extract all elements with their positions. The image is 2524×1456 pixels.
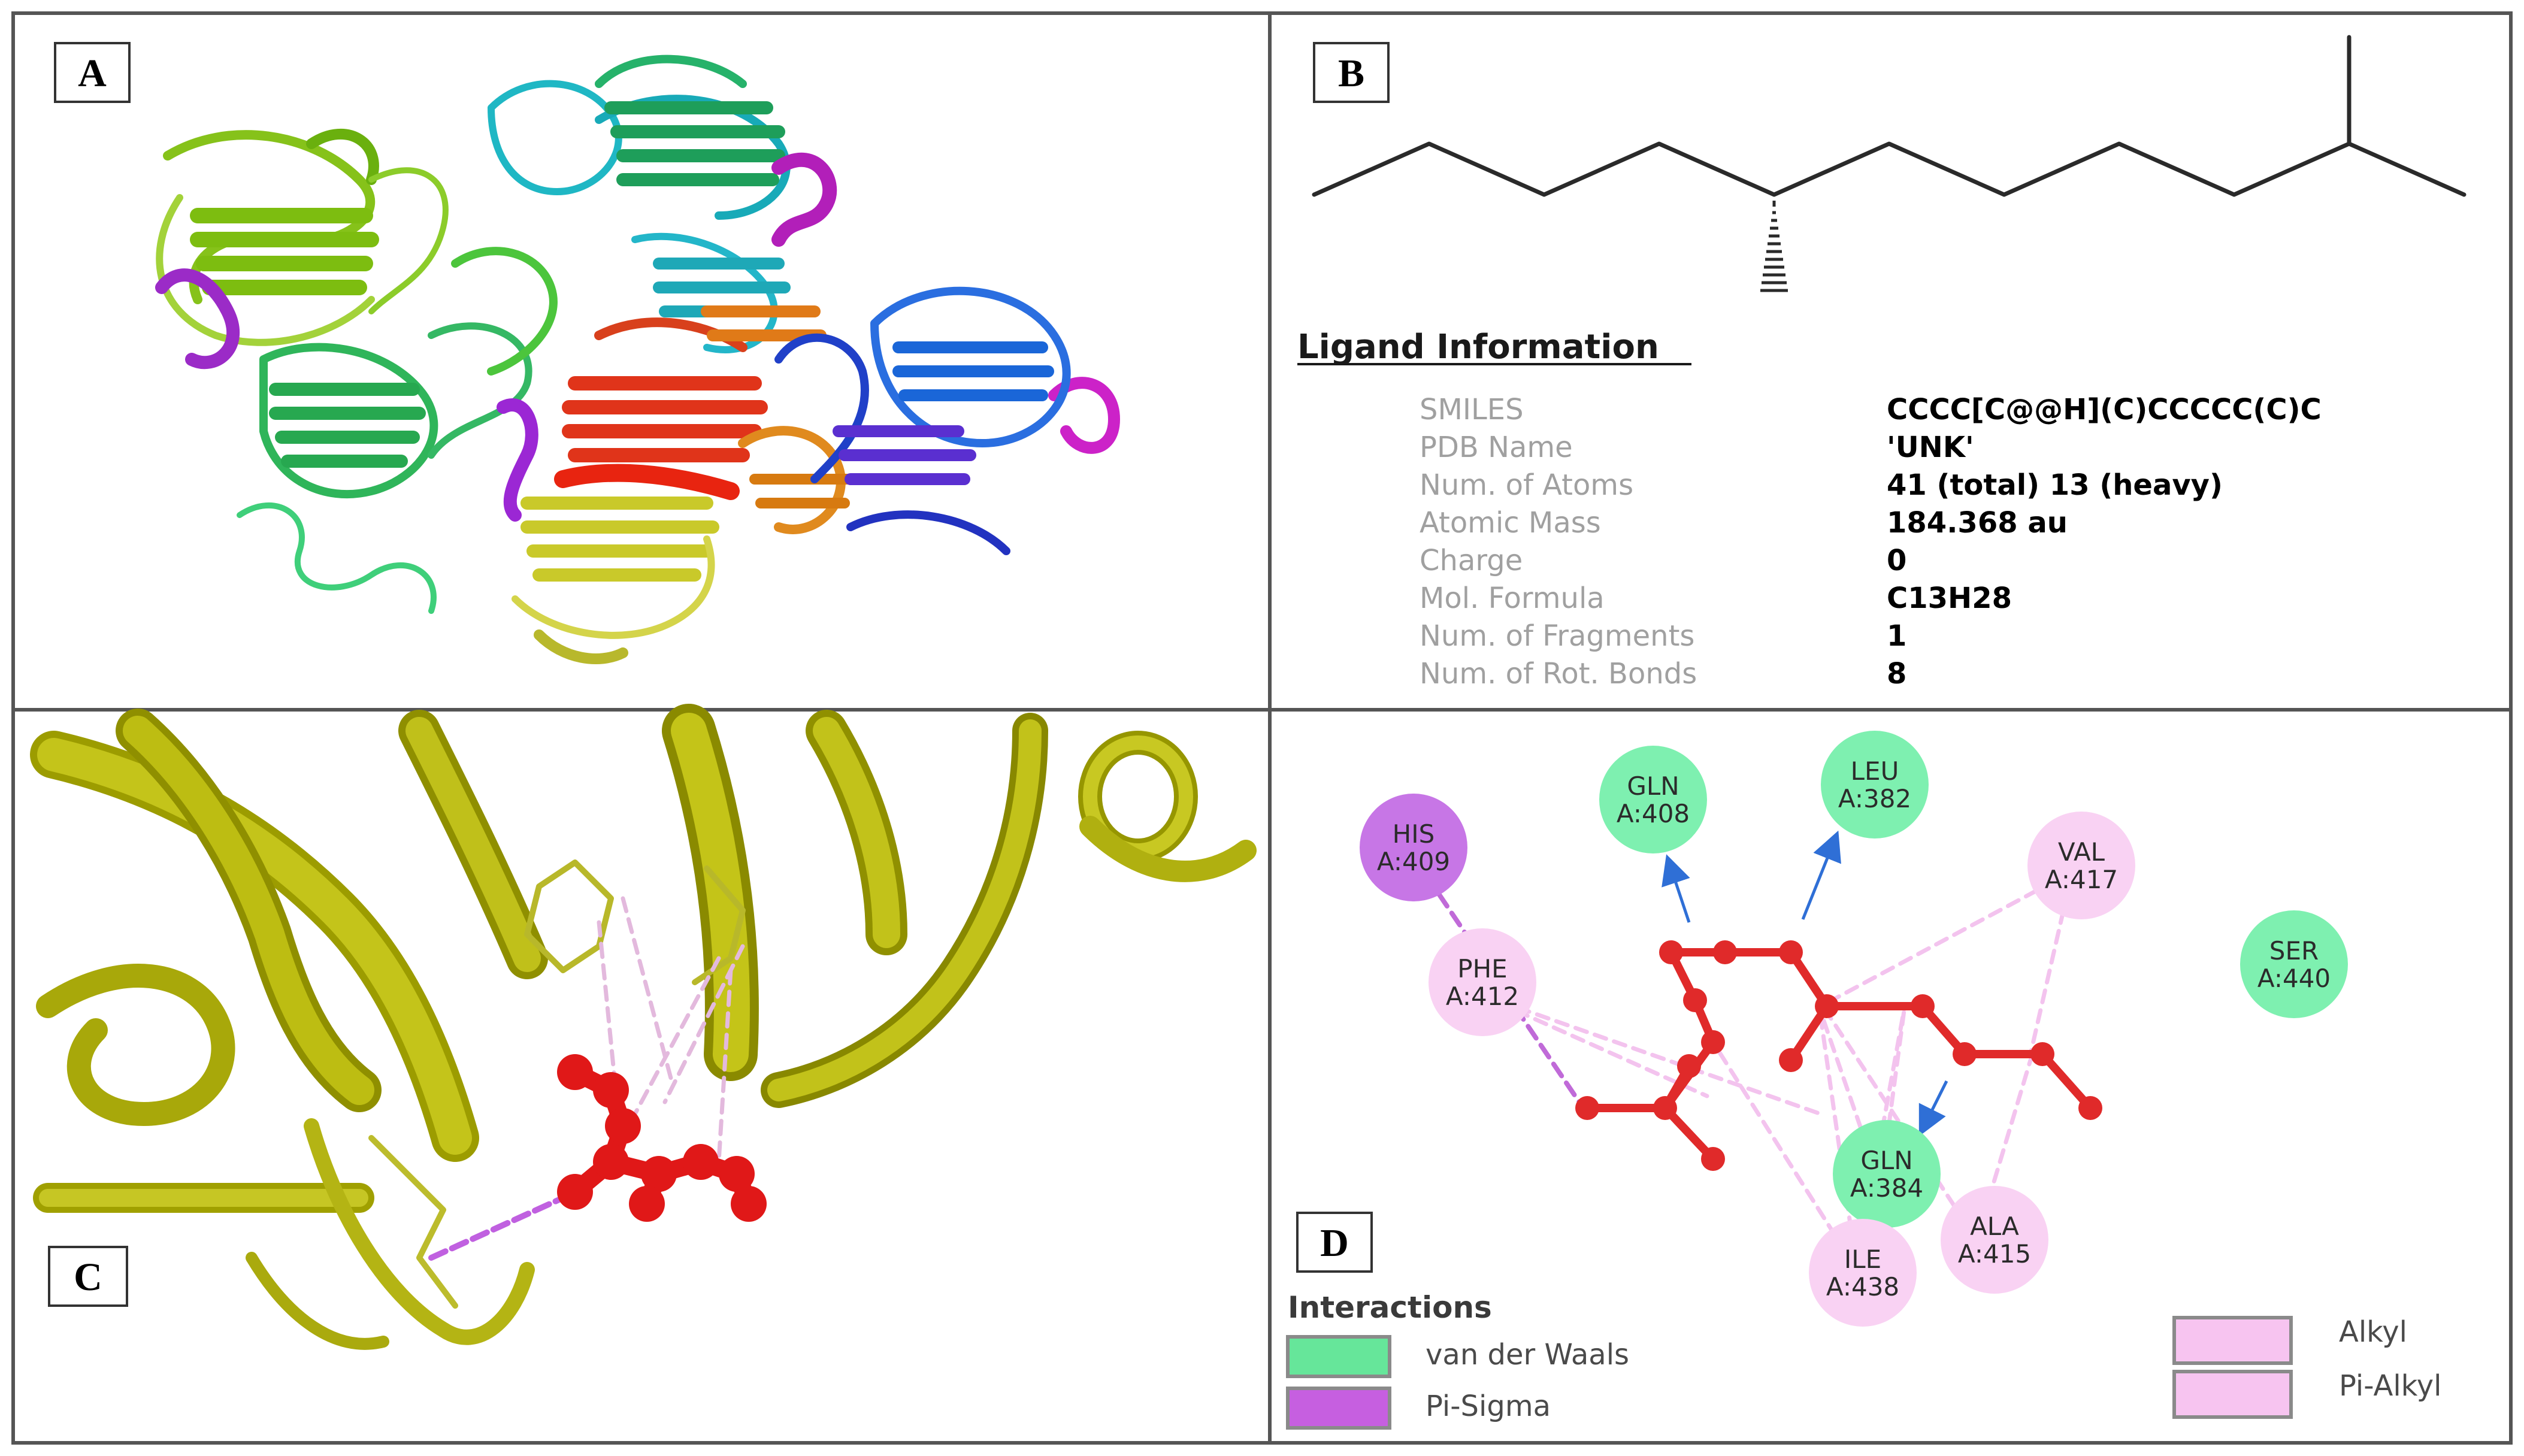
ligand-info-value: 41 (total) 13 (heavy) [1887,468,2223,502]
legend-label: Pi-Sigma [1426,1390,1551,1423]
residue-name: GLN [1627,771,1679,801]
residue-disc [1809,1219,1917,1327]
residue-disc [1429,928,1536,1036]
residue-disc [1599,746,1707,853]
residue-position: A:384 [1850,1173,1923,1203]
ligand-info-key: Charge [1420,544,1523,577]
panel-c-docking-pose [30,704,1257,1350]
ligand-info-value: 'UNK' [1887,431,1974,464]
ligand-info-value: 0 [1887,544,1906,577]
residue-name: VAL [2058,837,2105,867]
figure-frame [11,11,2513,1445]
residue-disc [2027,812,2135,919]
ligand-info-table: SMILES CCCC[C@@H](C)CCCCC(C)C PDB Name 'UNK… [1420,393,2322,691]
residue-name: PHE [1457,954,1507,983]
panel-b-label-box: B [1313,42,1390,103]
residue-discs: HISA:409GLNA:408LEUA:382VALA:417SERA:440… [1360,731,2348,1327]
residue-position: A:409 [1377,847,1450,876]
ligand-info-key: Num. of Fragments [1420,619,1694,653]
legend-label: Pi-Alkyl [2339,1369,2442,1403]
interaction-arrows [1662,830,1948,1137]
panel-a-label-box: A [54,42,131,103]
residue-name: SER [2269,936,2319,965]
legend-swatch [2172,1316,2293,1365]
legend-item: Pi-Sigma [1286,1387,1551,1430]
ligand-skeletal-structure [1312,35,2467,197]
residue-position: A:412 [1446,982,1519,1011]
legend-item: Alkyl [2172,1315,2407,1365]
residue-disc [1833,1120,1941,1228]
residue-disc [1360,794,1467,901]
residue-disc [1821,731,1929,839]
legend-swatch [2172,1370,2293,1419]
ligand-info-key: Mol. Formula [1420,582,1605,615]
ligand-info-key: Num. of Atoms [1420,468,1633,502]
panel-a-protein-structure [155,55,1120,664]
residue-name: HIS [1393,819,1435,849]
ligand-info-key: Atomic Mass [1420,506,1601,540]
ligand-info-value: 184.368 au [1887,506,2068,540]
ligand-info-heading: Ligand Information [1297,328,1659,367]
ligand-info-key: SMILES [1420,393,1524,426]
residue-name: LEU [1851,756,1899,786]
legend-title: Interactions [1288,1290,1492,1325]
ligand-info-value: CCCC[C@@H](C)CCCCC(C)C [1887,393,2322,426]
panel-b-label: B [1338,52,1364,95]
stereo-hash-bond [1760,201,1788,292]
ligand-info-key: PDB Name [1420,431,1573,464]
panel-c-label: C [74,1255,102,1299]
panel-c-label-box: C [48,1246,128,1307]
legend-label: Alkyl [2339,1315,2407,1349]
ligand-info-value: 1 [1887,619,1906,653]
legend-swatch [1286,1335,1391,1378]
legend-item: Pi-Alkyl [2172,1369,2442,1419]
legend-label: van der Waals [1426,1338,1629,1372]
legend-item: van der Waals [1286,1335,1629,1378]
residue-name: ALA [1970,1212,2019,1241]
ligand-2d [1575,940,2102,1171]
ligand-info-value: C13H28 [1887,582,2012,615]
residue-name: GLN [1860,1146,1912,1175]
residue-position: A:417 [2045,865,2118,894]
panel-a-label: A [78,52,107,95]
panel-d-label-box: D [1296,1212,1373,1273]
residue-disc [1941,1186,2048,1294]
residue-position: A:382 [1838,784,1911,813]
residue-position: A:415 [1958,1239,2031,1269]
residue-position: A:438 [1826,1272,1899,1301]
panel-d-label: D [1320,1221,1349,1265]
residue-position: A:408 [1617,799,1690,828]
residue-disc [2240,910,2348,1018]
ligand-info-value: 8 [1887,657,1906,691]
residue-position: A:440 [2257,964,2331,993]
legend-swatch [1286,1387,1391,1430]
ligand-info-key: Num. of Rot. Bonds [1420,657,1697,691]
residue-name: ILE [1844,1245,1881,1274]
